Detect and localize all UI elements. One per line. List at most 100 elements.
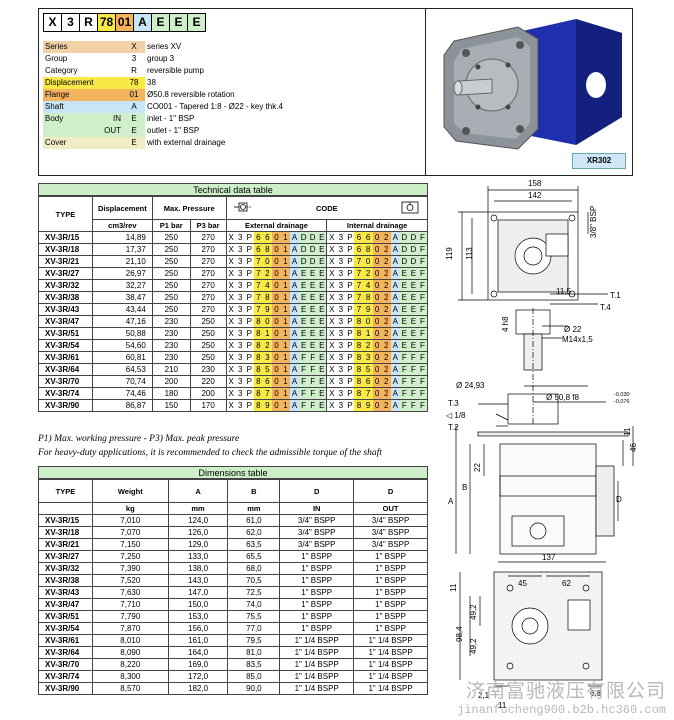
dims-cell: 161,0 bbox=[167, 634, 229, 647]
code-letter: 01 bbox=[116, 14, 134, 31]
label-t1: T.1 bbox=[610, 291, 621, 300]
th-displacement: Displacement bbox=[91, 196, 153, 220]
dims-cell: 1" BSPP bbox=[353, 574, 428, 587]
tech-cell-disp: 74,46 bbox=[91, 387, 153, 400]
code-legend-code: 01 bbox=[123, 89, 145, 101]
code-legend-desc: Ø50.8 reversible rotation bbox=[147, 90, 235, 99]
tech-cell-type: XV-3R/18 bbox=[38, 243, 93, 256]
tech-cell-type: XV-3R/74 bbox=[38, 387, 93, 400]
tech-cell-disp: 50,88 bbox=[91, 327, 153, 340]
th-unit-p1: P1 bar bbox=[151, 219, 191, 232]
dim-45: 45 bbox=[518, 579, 527, 588]
front-view-body bbox=[487, 211, 579, 301]
dim-113: 113 bbox=[465, 247, 474, 260]
dims-cell: 1" 1/4 BSPP bbox=[279, 658, 355, 671]
dims-cell: XV-3R/18 bbox=[38, 526, 93, 539]
dims-cell: 8,090 bbox=[91, 646, 169, 659]
dims-cell: 138,0 bbox=[167, 562, 229, 575]
dim-11-foot: 11 bbox=[498, 701, 507, 710]
dim-11-5: 11,5 bbox=[556, 287, 572, 296]
dims-cell: 7,250 bbox=[91, 550, 169, 563]
dims-header: D bbox=[279, 479, 355, 503]
dim-4h8: 4 h8 bbox=[501, 316, 510, 332]
dims-cell: 1" 1/4 BSPP bbox=[353, 634, 428, 647]
dim-158: 158 bbox=[528, 179, 542, 188]
external-drain-symbol-icon bbox=[233, 202, 252, 212]
dims-cell: XV-3R/74 bbox=[38, 670, 93, 683]
code-legend-sub bbox=[97, 65, 123, 77]
dim-b: B bbox=[462, 483, 467, 492]
dims-header: TYPE bbox=[38, 479, 93, 503]
dim-98-4: 98,4 bbox=[455, 626, 464, 642]
tech-cell-type: XV-3R/47 bbox=[38, 315, 93, 328]
dims-cell: 7,150 bbox=[91, 538, 169, 551]
tech-cell-p3: 270 bbox=[189, 255, 227, 268]
code-legend-sub bbox=[97, 53, 123, 65]
tech-cell-p1: 250 bbox=[151, 279, 191, 292]
dims-cell: 182,0 bbox=[167, 682, 229, 695]
tech-cell-type: XV-3R/64 bbox=[38, 363, 93, 376]
dims-cell: 1" BSPP bbox=[353, 598, 428, 611]
dims-header: A bbox=[167, 479, 229, 503]
tech-cell-p1: 150 bbox=[151, 399, 191, 412]
dim-62: 62 bbox=[562, 579, 571, 588]
tech-cell-type: XV-3R/32 bbox=[38, 279, 93, 292]
dims-cell: 164,0 bbox=[167, 646, 229, 659]
code-legend-label bbox=[43, 125, 97, 137]
dims-cell: XV-3R/27 bbox=[38, 550, 93, 563]
code-legend-sub: IN bbox=[97, 113, 123, 125]
code-legend-label: Body bbox=[43, 113, 97, 125]
tech-cell-disp: 64,53 bbox=[91, 363, 153, 376]
code-letter: E bbox=[170, 14, 188, 31]
dims-cell: 62,0 bbox=[227, 526, 281, 539]
dims-cell: 1" 1/4 BSPP bbox=[353, 658, 428, 671]
code-legend-sub bbox=[97, 41, 123, 53]
tech-cell-p3: 220 bbox=[189, 375, 227, 388]
tech-cell-type: XV-3R/15 bbox=[38, 231, 93, 244]
technical-drawing: 158 142 119 113 3/8" BSP T.1 T.4 11,5 4 … bbox=[445, 179, 638, 710]
pump-photo-panel: XR302 bbox=[426, 8, 633, 176]
dims-cell: 1" BSPP bbox=[353, 562, 428, 575]
tech-cell-type: XV-3R/43 bbox=[38, 303, 93, 316]
tech-cell-disp: 32,27 bbox=[91, 279, 153, 292]
dim-49-2b: 49,2 bbox=[469, 638, 478, 654]
tech-cell-p1: 230 bbox=[151, 339, 191, 352]
code-legend-label: Series bbox=[43, 41, 97, 53]
dims-cell: 3/4" BSPP bbox=[279, 538, 355, 551]
dim-bsp: 3/8" BSP bbox=[589, 206, 598, 238]
dims-cell: 90,0 bbox=[227, 682, 281, 695]
dims-cell: XV-3R/61 bbox=[38, 634, 93, 647]
watermark-company: 济南富驰液压有限公司 bbox=[465, 681, 666, 702]
dims-cell: 3/4" BSPP bbox=[279, 526, 355, 539]
th-unit-p3: P3 bar bbox=[189, 219, 227, 232]
tech-cell-type: XV-3R/90 bbox=[38, 399, 93, 412]
code-legend-sub bbox=[97, 77, 123, 89]
code-legend-code: E bbox=[123, 125, 145, 137]
dims-cell: 1" 1/4 BSPP bbox=[279, 670, 355, 683]
tech-cell-p3: 250 bbox=[189, 339, 227, 352]
dims-cell: 1" BSPP bbox=[353, 586, 428, 599]
tech-cell-type: XV-3R/51 bbox=[38, 327, 93, 340]
